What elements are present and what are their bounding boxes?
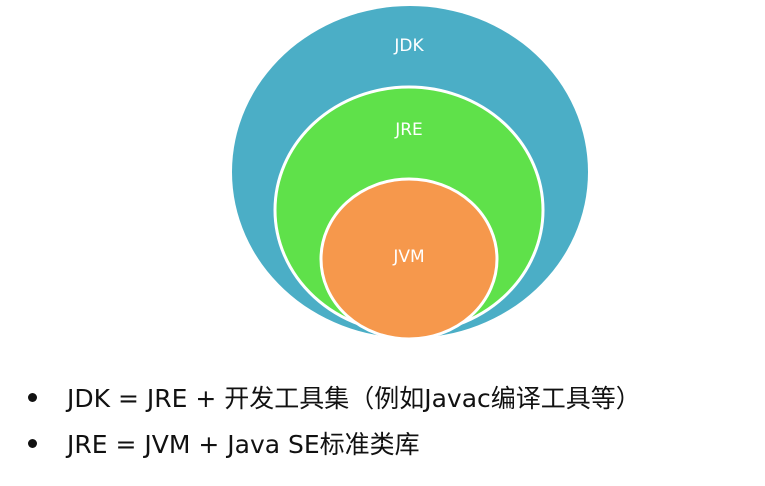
jvm-circle xyxy=(319,177,499,341)
jdk-jre-jvm-diagram: JDK JRE JVM xyxy=(232,6,588,341)
bullet-icon xyxy=(28,392,37,402)
list-item: JDK = JRE + 开发工具集（例如Javac编译工具等） xyxy=(28,374,641,420)
jre-definition-text: JRE = JVM + Java SE标准类库 xyxy=(67,430,420,459)
jdk-label: JDK xyxy=(393,36,424,56)
definition-list: JDK = JRE + 开发工具集（例如Javac编译工具等） JRE = JV… xyxy=(28,374,641,466)
jvm-label: JVM xyxy=(392,247,424,267)
jre-label: JRE xyxy=(394,120,423,140)
jdk-definition-text: JDK = JRE + 开发工具集（例如Javac编译工具等） xyxy=(67,384,641,413)
list-item: JRE = JVM + Java SE标准类库 xyxy=(28,420,641,466)
bullet-icon xyxy=(28,438,37,448)
